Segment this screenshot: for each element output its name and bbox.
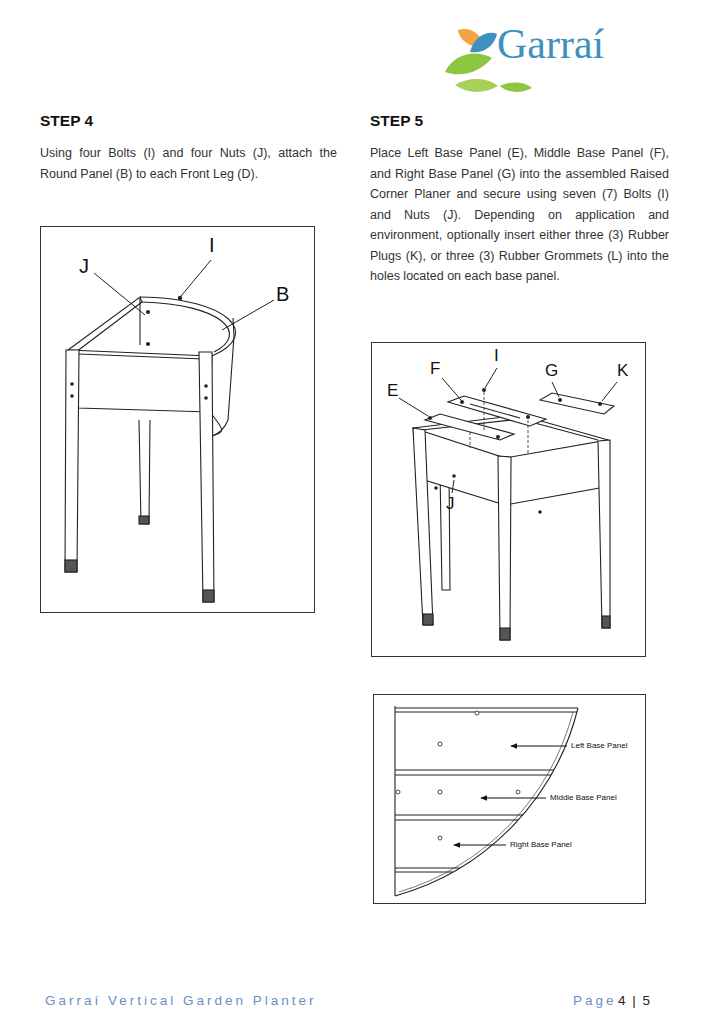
figure-frame <box>372 343 646 657</box>
step-instructions: Using four Bolts (I) and four Nuts (J), … <box>40 143 337 184</box>
planter-illustration <box>65 297 236 602</box>
callout-letter: I <box>209 234 215 257</box>
callout-letter: I <box>494 346 499 366</box>
page-label: Page <box>573 993 617 1009</box>
holes <box>396 711 520 840</box>
callout-letter: J <box>79 255 89 278</box>
figure-frame <box>41 227 315 613</box>
callout-letter: J <box>446 494 455 514</box>
callout-letter: B <box>276 283 289 306</box>
callout-letter: K <box>617 361 628 381</box>
callout-letter: E <box>387 381 398 401</box>
panel-label: Middle Base Panel <box>550 793 617 802</box>
panel-label: Left Base Panel <box>571 741 627 750</box>
bolt-holes <box>70 296 208 400</box>
step-heading: STEP 5 <box>370 112 423 130</box>
callout-letter: F <box>430 359 440 379</box>
logo-mark <box>438 8 645 104</box>
bolt-holes <box>428 388 602 514</box>
page-number: 4 | 5 <box>618 993 652 1009</box>
callout-letter: G <box>545 361 558 381</box>
leader-lines <box>94 260 274 330</box>
step-instructions: Place Left Base Panel (E), Middle Base P… <box>370 143 669 287</box>
footer-title: Garraí Vertical Garden Planter <box>45 993 317 1009</box>
figure-frame <box>374 695 646 904</box>
leader-lines <box>399 368 617 493</box>
panel-label: Right Base Panel <box>510 840 572 849</box>
step-heading: STEP 4 <box>40 112 93 130</box>
logo-text: Garraí <box>497 20 604 68</box>
planter-illustration <box>413 393 614 640</box>
drop-lines <box>470 392 528 455</box>
